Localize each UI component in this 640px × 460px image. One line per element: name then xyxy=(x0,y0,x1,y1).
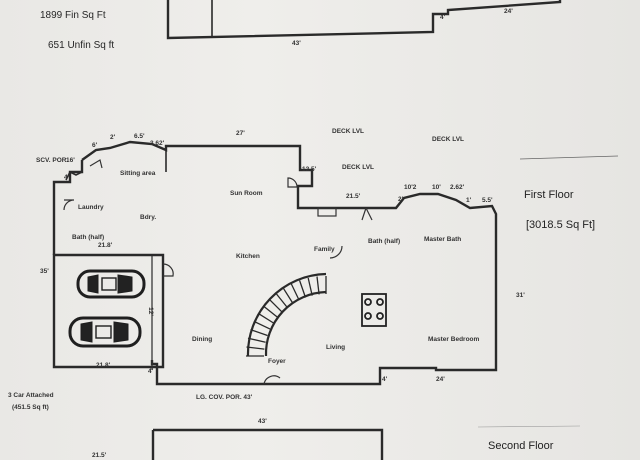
first-floor-area: [3018.5 Sq Ft] xyxy=(526,219,596,231)
dimension-label: 3.62' xyxy=(150,140,165,147)
car-top-icon xyxy=(68,316,142,348)
stair-tread xyxy=(253,320,271,330)
porch-label: LG. COV. POR. 43' xyxy=(196,394,253,401)
stair-tread xyxy=(268,298,283,313)
room-label: Dining xyxy=(192,336,213,343)
dimension-label: 4' xyxy=(64,174,70,181)
stair-tread xyxy=(257,312,274,324)
garage-outline xyxy=(52,253,165,369)
dimension-label: 2' xyxy=(110,134,116,141)
dimension-label: 4' xyxy=(382,376,388,383)
car-top-icon xyxy=(76,269,146,299)
fireplace-box xyxy=(361,293,387,327)
second-floor-outline xyxy=(151,428,384,460)
dimension-label: 21.5' xyxy=(92,452,107,459)
stair-tread xyxy=(250,328,268,337)
first-floor-title: First Floor xyxy=(524,189,574,201)
dimension-label: 21.8' xyxy=(96,362,111,369)
stair-tread xyxy=(307,277,313,296)
dimension-label: 6.5' xyxy=(134,133,145,140)
dimension-label: 35' xyxy=(40,268,49,275)
sunroom-door xyxy=(287,177,298,188)
unfinished-area-note: 651 Unfin Sq ft xyxy=(48,40,115,51)
dimension-label: 10'2 xyxy=(404,184,417,191)
dimension-label: 10' xyxy=(432,184,441,191)
stair-tread xyxy=(246,346,265,350)
dimension-label: 2.62' xyxy=(450,184,465,191)
dimension-label: 6' xyxy=(92,142,98,149)
dimension-label: 12.5' xyxy=(302,166,317,173)
room-label: Family xyxy=(314,246,335,253)
stair-tread xyxy=(290,283,300,301)
room-label: DECK LVL xyxy=(342,164,375,171)
garage-label: 3 Car Attached xyxy=(8,392,54,399)
top-plan-outline xyxy=(166,0,562,40)
stair-tread xyxy=(263,305,278,318)
dimension-label: 2' xyxy=(398,196,404,203)
curved-staircase xyxy=(246,272,327,357)
dimension-label: 31' xyxy=(516,292,525,299)
room-label: Bdry. xyxy=(140,214,157,221)
dimension-label: 12' xyxy=(146,307,154,316)
garage-door-swing xyxy=(162,263,174,277)
room-label: DECK LVL xyxy=(332,128,365,135)
stair-tread xyxy=(298,280,307,298)
first-floor-outline xyxy=(52,140,498,386)
room-label: Bath (half) xyxy=(368,238,401,245)
room-label: Sitting area xyxy=(120,170,156,177)
room-label: Master Bath xyxy=(424,236,462,243)
stair-tread xyxy=(275,293,288,308)
finished-area-note: 1899 Fin Sq Ft xyxy=(40,10,106,21)
dimension-label: 21.5' xyxy=(346,193,361,200)
dimension-label: 24' xyxy=(504,8,513,15)
dimension-label: 16' xyxy=(66,157,75,164)
dimension-label: 27' xyxy=(236,130,245,137)
window-box xyxy=(317,207,337,217)
dimension-label: 4' xyxy=(440,14,446,21)
room-label: Laundry xyxy=(78,204,104,211)
porch-label: SCV. POR. xyxy=(36,157,69,164)
stair-tread xyxy=(247,337,266,343)
second-floor-title: Second Floor xyxy=(488,440,554,452)
dimension-label: 1' xyxy=(466,197,472,204)
room-label: Master Bedroom xyxy=(428,336,480,343)
dimension-label: 21.8' xyxy=(98,242,113,249)
room-label: Sun Room xyxy=(230,190,263,197)
room-label: Living xyxy=(326,344,346,351)
stair-tread xyxy=(316,276,320,295)
dimension-label: 4' xyxy=(148,368,154,375)
dimension-label: 43' xyxy=(258,418,267,425)
dimension-label: 43' xyxy=(292,40,301,47)
room-label: DECK LVL xyxy=(432,136,465,143)
dimension-label: 24' xyxy=(436,376,445,383)
stair-tread xyxy=(282,287,294,304)
dimension-label: 5.5' xyxy=(482,197,493,204)
garage-area-label: (451.5 Sq ft) xyxy=(12,404,49,411)
foyer-door xyxy=(263,375,281,385)
room-label: Kitchen xyxy=(236,253,260,260)
room-label: Bath (half) xyxy=(72,234,105,241)
laundry-door xyxy=(63,199,75,211)
room-label: Foyer xyxy=(268,358,286,365)
